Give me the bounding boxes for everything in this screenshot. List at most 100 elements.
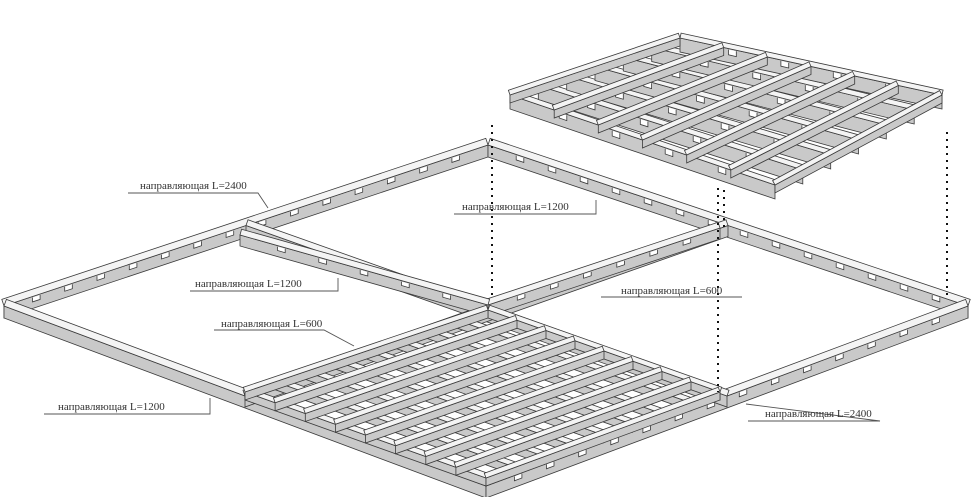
inner-rail-600-right	[485, 221, 721, 317]
float-rail-b	[639, 61, 812, 149]
rail-slot-notch	[867, 341, 876, 350]
rail-top-face	[239, 228, 491, 306]
rail-top-face	[333, 335, 576, 425]
rail-slot-notch	[649, 249, 658, 257]
rail-slot-notch	[401, 281, 410, 289]
grid-rail-b	[363, 345, 605, 444]
exploded-grid-section	[507, 32, 944, 200]
rail-top-face	[363, 345, 605, 436]
rail-slot-notch	[514, 473, 523, 482]
rail-slot-notch	[899, 284, 909, 292]
rail-slot-notch	[692, 136, 702, 145]
rail-slot-notch	[739, 230, 749, 239]
rail-slot-notch	[835, 262, 845, 271]
rail-slot-notch	[931, 295, 941, 303]
rail-slot-notch	[611, 187, 621, 196]
rail-slot-notch	[318, 258, 327, 265]
float-rail-b	[507, 32, 681, 104]
rail-slot-notch	[516, 293, 526, 301]
leader-l5	[214, 329, 355, 347]
rail-slot-notch	[359, 269, 369, 277]
rail-slot-notch	[161, 252, 170, 260]
rail-slot-notch	[611, 130, 621, 140]
rail-slot-notch	[931, 317, 940, 326]
rail-slot-notch	[674, 413, 683, 422]
rail-slot-notch	[642, 425, 651, 434]
rail-slot-notch	[193, 241, 202, 249]
rail-slot-notch	[804, 85, 814, 93]
label-guide-2400-bottom: направляющая L=2400	[765, 408, 872, 420]
rail-top-face	[303, 325, 547, 415]
float-rail-b	[551, 42, 725, 119]
rail-slot-notch	[696, 95, 705, 104]
rail-slot-notch	[682, 238, 692, 246]
label-guide-1200-left: направляющая L=1200	[195, 278, 302, 290]
rail-slot-notch	[706, 401, 716, 410]
rail-top-face	[483, 386, 721, 479]
float-rail-b	[772, 90, 943, 194]
grid-rail-b	[453, 376, 692, 476]
leader-l7	[745, 403, 881, 422]
rail-slot-notch	[419, 166, 428, 174]
rail-slot-notch	[780, 60, 790, 69]
rail-slot-notch	[515, 155, 525, 163]
rail-slot-notch	[748, 110, 758, 119]
grid-rail-b	[242, 304, 489, 401]
rail-slot-notch	[771, 241, 781, 249]
rail-slot-notch	[776, 97, 786, 106]
rail-slot-notch	[668, 107, 677, 116]
rail-slot-notch	[225, 230, 235, 239]
rail-slot-notch	[771, 377, 780, 386]
rail-top-face	[453, 376, 692, 468]
rail-slot-notch	[610, 437, 619, 446]
leader-l6	[44, 398, 211, 415]
rail-top-face	[393, 355, 634, 447]
rail-slot-notch	[290, 209, 299, 217]
rail-slot-notch	[643, 198, 653, 206]
rail-slot-notch	[738, 389, 748, 398]
label-guide-1200-center: направляющая L=1200	[462, 201, 569, 213]
label-leaders	[44, 192, 881, 422]
rail-slot-notch	[32, 295, 41, 303]
rail-slot-notch	[451, 155, 460, 163]
rail-slot-notch	[675, 209, 685, 217]
grid-rail-b	[303, 325, 547, 423]
rail-slot-notch	[547, 166, 557, 174]
grid-rail-b	[272, 314, 518, 412]
rail-slot-notch	[803, 252, 813, 260]
rail-top-face	[551, 42, 725, 111]
rail-slot-notch	[835, 353, 844, 362]
rail-slot-notch	[128, 262, 138, 271]
rail-slot-notch	[386, 176, 396, 185]
rail-slot-notch	[579, 176, 589, 185]
float-rail-b	[683, 70, 856, 164]
rail-slot-notch	[354, 187, 364, 196]
rail-slot-notch	[442, 293, 451, 300]
rail-slot-notch	[752, 72, 761, 81]
rail-top-face	[272, 314, 518, 404]
rail-slot-notch	[96, 273, 105, 282]
rail-top-face	[242, 304, 489, 393]
label-guide-2400-top: направляющая L=2400	[140, 180, 247, 192]
rail-top-face	[639, 61, 812, 141]
rail-slot-notch	[664, 148, 674, 158]
rail-slot-notch	[639, 119, 649, 128]
rail-top-face	[683, 70, 856, 156]
rail-slot-notch	[728, 49, 737, 58]
grid-rail-b	[423, 366, 663, 466]
rail-top-face	[423, 366, 663, 458]
leader-l1	[128, 192, 269, 209]
rail-slot-notch	[867, 273, 877, 282]
float-rail-b	[595, 51, 768, 134]
rail-slot-notch	[277, 246, 286, 254]
rail-slot-notch	[322, 198, 331, 206]
rail-slot-notch	[616, 260, 625, 268]
grid-rail-b	[483, 386, 721, 487]
alignment-lines	[491, 125, 948, 392]
rail-slot-notch	[720, 123, 730, 132]
inner-rail-1200-left-seg	[239, 228, 491, 317]
rail-slot-notch	[64, 284, 73, 292]
rail-slot-notch	[717, 166, 727, 176]
rail-slot-notch	[546, 461, 555, 470]
